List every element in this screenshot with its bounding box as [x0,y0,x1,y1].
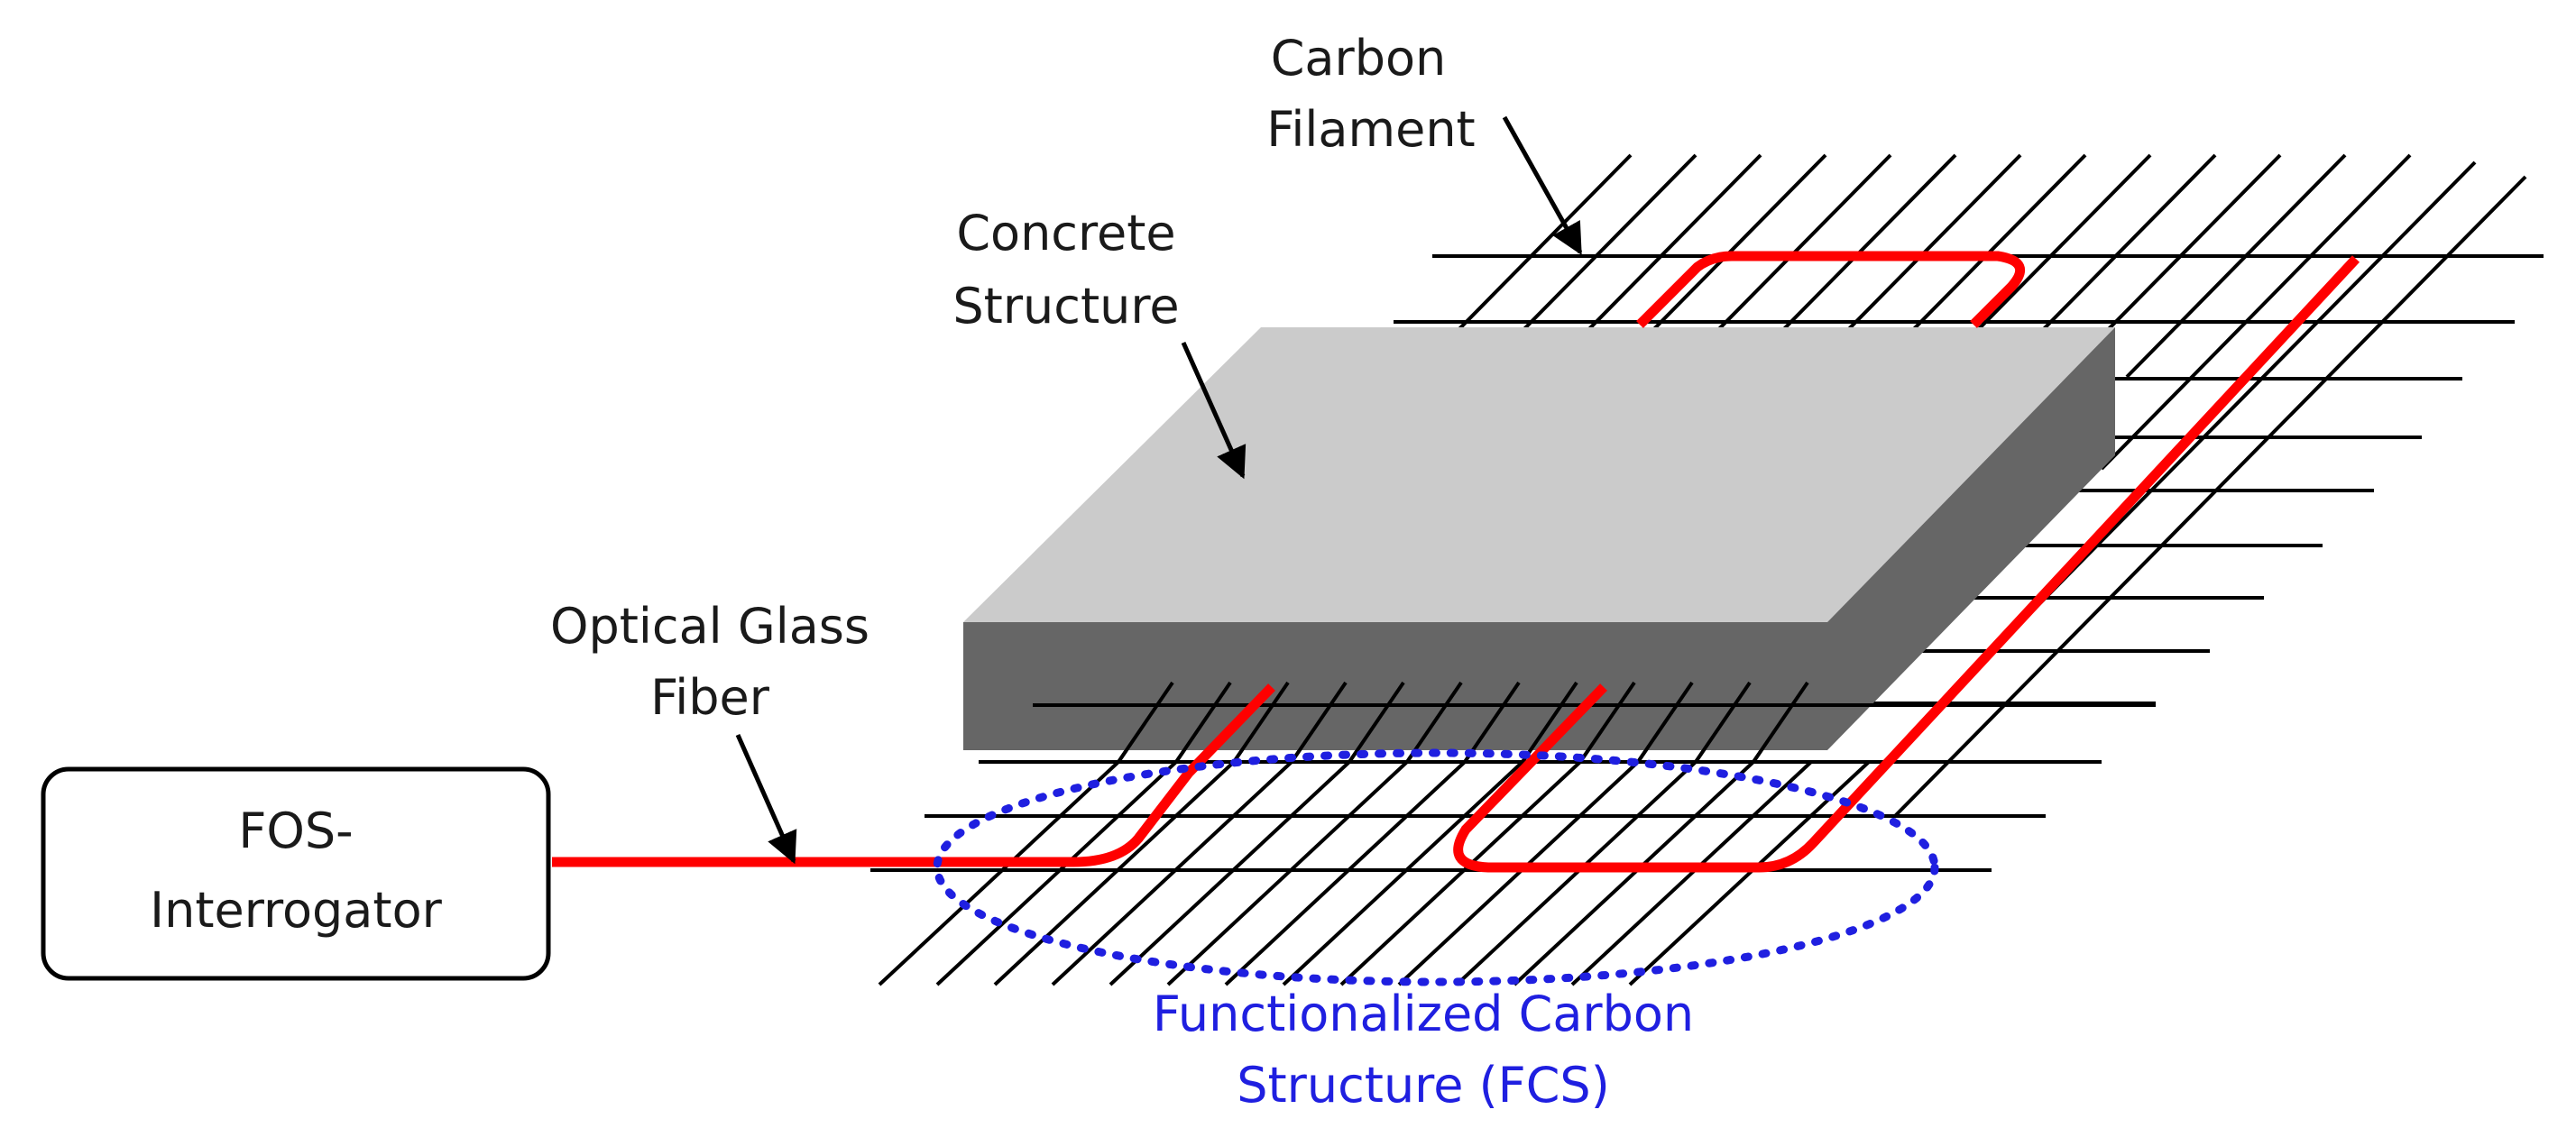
grid-line [1166,760,1409,986]
grid-line [1636,153,1827,347]
grid-line [1051,760,1293,986]
concrete-side-face [1827,327,2115,750]
grid-line [1339,760,1582,986]
grid-line [1117,681,1174,764]
grid-line [1701,153,1892,347]
carbon-filament-arrow [1502,115,1583,256]
concrete-front-face [963,622,1827,750]
grid-line [993,760,1236,986]
grid-line [1506,153,1697,347]
optical-glass-fiber-arrow [735,733,797,865]
concrete-structure-arrow [1181,341,1247,480]
grid-line [1570,760,1813,986]
grid-line [2026,153,2217,347]
fos-interrogator-label-line1: FOS- [238,802,353,859]
grid-line [1521,681,1578,764]
fos-interrogator-label-line2: Interrogator [150,882,442,939]
fiber-lead [552,683,1275,867]
grid-line [1224,760,1467,986]
grid-line [2091,153,2282,347]
grid-line [1282,760,1524,986]
carbon-grid-diagonal-lower [878,760,1871,986]
concrete-top-face [963,327,2115,622]
fiber-loop-lower [1453,255,2360,873]
fcs-label-line1: Functionalized Carbon [1153,986,1694,1042]
pointer-arrows [735,115,1583,865]
fos-interrogator-box [41,766,551,981]
fcs-outline [933,748,1939,986]
grid-line [2100,153,2412,471]
grid-line [1397,760,1640,986]
grid-line [1636,681,1694,764]
concrete-structure-label-line1: Concrete [956,205,1175,261]
grid-line [1290,681,1348,764]
grid-line [1463,681,1521,764]
optical-fiber [552,251,2360,873]
carbon-grid-front [1033,681,2156,764]
grid-line [1766,153,1957,347]
grid-line [1348,681,1405,764]
carbon-grid-diagonal-upper [1441,153,2527,819]
optical-glass-fiber-label-line1: Optical Glass [550,598,869,655]
grid-line [1174,681,1232,764]
grid-line [1694,681,1752,764]
grid-line [1896,153,2087,347]
grid-line [1892,175,2527,819]
grid-line [935,760,1178,986]
grid-line [1232,681,1290,764]
grid-line [1455,760,1697,986]
grid-line [1513,760,1755,986]
grid-line [1578,681,1636,764]
grid-line [2125,153,2347,379]
carbon-filament-label-line2: Filament [1266,101,1475,158]
optical-glass-fiber-label-line2: Fiber [650,669,770,726]
fcs-label-line2: Structure (FCS) [1237,1057,1610,1114]
concrete-structure-label-line2: Structure [952,278,1179,335]
fiber-loop-upper [1636,251,2025,328]
grid-line [878,760,1120,986]
grid-line [1109,760,1351,986]
grid-line [1961,153,2152,347]
grid-line [1571,153,1762,347]
grid-line [1441,153,1633,347]
grid-line [1405,681,1463,764]
grid-line [1752,681,1809,764]
carbon-filament-label-line1: Carbon [1271,30,1447,87]
concrete-slab [963,327,2115,750]
grid-line [1831,153,2022,347]
